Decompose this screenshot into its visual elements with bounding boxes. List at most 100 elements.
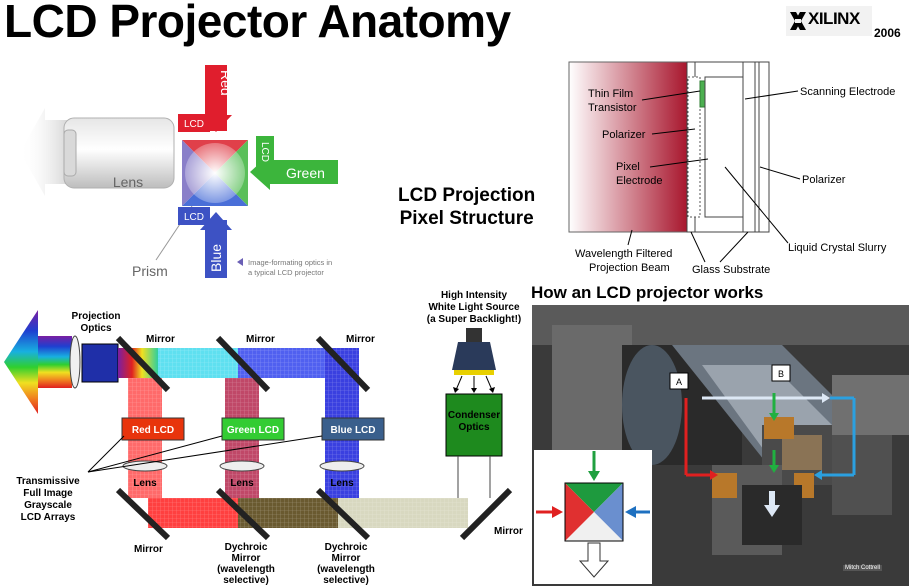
pixel-electrode-array xyxy=(687,76,701,218)
dychroic-1-label-1: Dychroic xyxy=(225,542,268,553)
pixel-structure-diagram: Thin Film Transistor Polarizer Pixel Ele… xyxy=(568,61,895,276)
label-polarizer-left: Polarizer xyxy=(602,129,646,141)
red-lcd-box xyxy=(121,417,185,441)
blue-lcd-label: Blue LCD xyxy=(331,425,376,436)
pixel-structure-title: LCD Projection Pixel Structure xyxy=(398,184,535,230)
lcd-red-label: LCD xyxy=(184,119,204,130)
mirror-label-1: Mirror xyxy=(146,334,175,345)
dychroic-2-label-1: Dychroic xyxy=(325,542,368,553)
mirror-label-5: Mirror xyxy=(494,526,523,537)
pixel-title-line2: Pixel Structure xyxy=(399,208,534,229)
lcd-blue-box xyxy=(178,207,210,225)
lcd-green-box xyxy=(256,136,274,172)
lens-label: Lens xyxy=(113,174,143,190)
green-lcd-label: Green LCD xyxy=(227,425,279,436)
xilinx-logo xyxy=(786,6,872,36)
dychroic-2-label-4: selective) xyxy=(323,575,369,586)
label-pixel-2: Electrode xyxy=(616,175,662,187)
label-scanning-electrode: Scanning Electrode xyxy=(800,86,895,98)
condenser-label-1: Condenser xyxy=(448,410,500,421)
mirror-bottom-right xyxy=(459,487,513,541)
light-source-label-3: (a Super Backlight!) xyxy=(427,314,521,325)
lens-green xyxy=(219,460,265,472)
dychroic-2-label-3: (wavelength xyxy=(317,564,375,575)
label-polarizer-right: Polarizer xyxy=(802,174,846,186)
label-wavelength-1: Wavelength Filtered xyxy=(575,248,672,260)
polarizer-right-layer xyxy=(758,61,770,233)
dychroic-1-label-2: Mirror xyxy=(232,553,261,564)
transmissive-label-1: Transmissive xyxy=(16,476,80,487)
green-arrow-label: Green xyxy=(286,165,325,181)
lens-label-blue: Lens xyxy=(330,478,354,489)
projector-photo: A B xyxy=(532,305,909,586)
photo-credit: Mitch Cottrell xyxy=(843,565,883,571)
projected-image-rainbow xyxy=(4,310,38,414)
label-a: A xyxy=(676,377,682,387)
dychroic-1-label-3: (wavelength xyxy=(217,564,275,575)
pixel-title-line1: LCD Projection xyxy=(398,185,536,206)
label-glass-substrate: Glass Substrate xyxy=(692,264,770,276)
prism-diagram: Lens Prism Red LCD Green LCD Blue LCD Im… xyxy=(20,65,338,279)
lens-red xyxy=(122,460,168,472)
glass-substrate-right xyxy=(742,61,756,233)
label-b-box xyxy=(771,364,791,382)
prism-caption-line1: Image-formating optics in xyxy=(248,258,332,267)
light-source-lamp-icon xyxy=(452,328,496,393)
label-a-box xyxy=(669,372,689,390)
label-thin-film-2: Transistor xyxy=(588,102,637,114)
dichroic-prism xyxy=(182,140,248,206)
dychroic-mirror-2 xyxy=(315,487,371,541)
white-light-arrows xyxy=(684,393,856,517)
blue-input-arrow: Blue xyxy=(200,212,232,278)
blue-lcd-box xyxy=(321,417,385,441)
caption-triangle-icon xyxy=(237,258,243,266)
green-lcd-box xyxy=(221,417,285,441)
page-title: LCD Projector Anatomy xyxy=(4,0,511,47)
condenser-label-2: Optics xyxy=(458,422,490,433)
light-source-label-2: White Light Source xyxy=(428,302,520,313)
mirror-label-3: Mirror xyxy=(346,334,375,345)
label-thin-film-1: Thin Film xyxy=(588,88,633,100)
xilinx-x-mark-icon xyxy=(790,12,806,30)
projection-optics-label-1: Projection xyxy=(72,311,121,322)
mirror-top-3 xyxy=(315,335,371,393)
condenser-optics-box xyxy=(445,393,503,457)
lcd-green-label: LCD xyxy=(259,142,270,162)
inset-prism-diagram xyxy=(534,450,652,584)
lcd-blue-label: LCD xyxy=(184,212,204,223)
label-b: B xyxy=(778,369,784,379)
label-pixel-1: Pixel xyxy=(616,161,640,173)
lcd-red-box xyxy=(178,114,210,132)
lens-label-red: Lens xyxy=(133,478,157,489)
prism-label: Prism xyxy=(132,263,168,279)
mirror-label-2: Mirror xyxy=(246,334,275,345)
xilinx-brand: XILINX xyxy=(808,9,860,28)
dychroic-2-label-2: Mirror xyxy=(332,553,361,564)
lens-blue xyxy=(319,460,365,472)
year-label: 2006 xyxy=(874,26,901,40)
label-liquid-crystal: Liquid Crystal Slurry xyxy=(788,242,887,254)
projection-optics-label-2: Optics xyxy=(80,323,112,334)
mirror-top-1 xyxy=(115,335,171,393)
mirror-top-2 xyxy=(215,335,271,393)
red-input-arrow: Red xyxy=(200,65,234,132)
projection-optics-block xyxy=(81,343,119,383)
optics-path-diagram: Projection Optics Mirror Mirror Mirror M… xyxy=(4,290,523,586)
mirror-label-4: Mirror xyxy=(134,544,163,555)
red-lcd-label: Red LCD xyxy=(132,425,174,436)
dychroic-1-label-4: selective) xyxy=(223,575,269,586)
light-source-label-1: High Intensity xyxy=(441,290,508,301)
light-output-arrow xyxy=(20,108,72,196)
red-arrow-label: Red xyxy=(218,70,234,96)
blue-arrow-label: Blue xyxy=(208,244,224,272)
prism-caption-line2: a typical LCD projector xyxy=(248,268,324,277)
projection-lens xyxy=(69,335,81,389)
dychroic-mirror-1 xyxy=(215,487,271,541)
label-wavelength-2: Projection Beam xyxy=(589,262,670,274)
mirror-bottom-1 xyxy=(115,487,171,541)
transmissive-label-4: LCD Arrays xyxy=(21,512,76,523)
transmissive-label-3: Grayscale xyxy=(24,500,72,511)
transmissive-label-2: Full Image xyxy=(23,488,73,499)
lens-label-green: Lens xyxy=(230,478,254,489)
how-it-works-title: How an LCD projector works xyxy=(531,283,764,302)
